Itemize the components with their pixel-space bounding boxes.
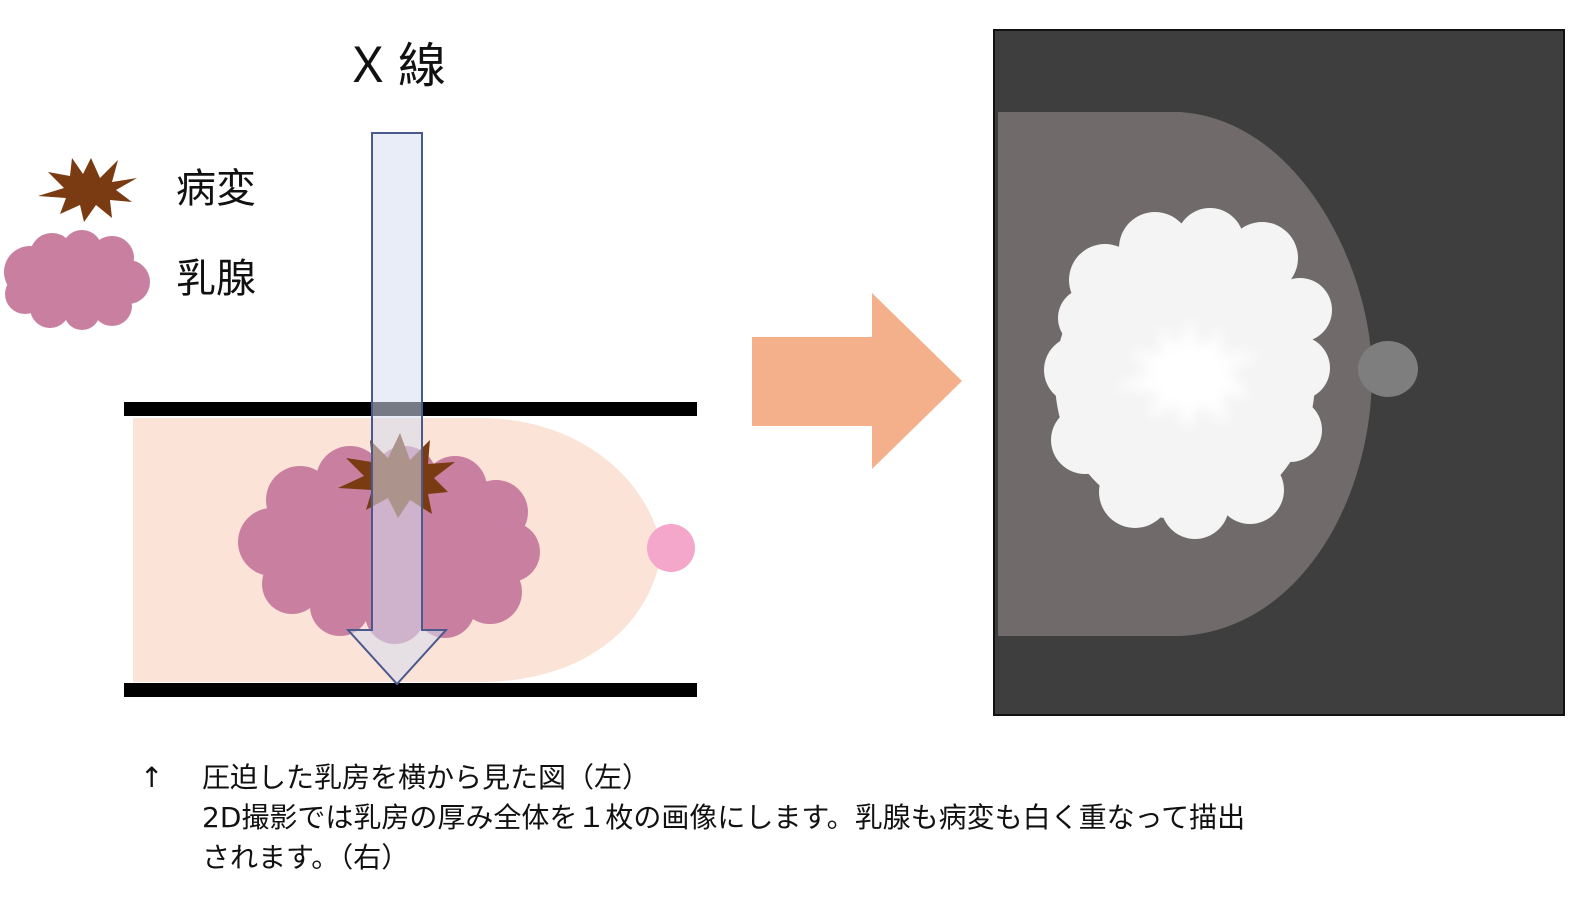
- caption-line-2: 2D撮影では乳房の厚み全体を１枚の画像にします。乳腺も病変も白く重なって描出: [202, 801, 1246, 834]
- legend-lesion-label: 病変: [176, 166, 256, 212]
- caption-line-3: されます。（右）: [202, 841, 410, 874]
- caption-up-arrow-icon: ↑: [140, 761, 164, 794]
- caption-text: 圧迫した乳房を横から見た図（左） 2D撮影では乳房の厚み全体を１枚の画像にします…: [202, 758, 1245, 878]
- xray-beam-arrow: [345, 132, 449, 686]
- legend-gland-icon: [4, 230, 150, 330]
- compression-plate-bottom: [124, 683, 697, 697]
- legend-gland-label: 乳腺: [176, 256, 256, 302]
- nipple: [647, 524, 695, 572]
- image-nipple: [1358, 341, 1418, 397]
- result-arrow: [752, 293, 962, 469]
- xray-label: Ｘ線: [344, 38, 453, 94]
- legend-lesion-icon: [38, 158, 137, 222]
- caption-line-1: 圧迫した乳房を横から見た図（左）: [202, 761, 651, 794]
- image-lesion: [1114, 318, 1262, 430]
